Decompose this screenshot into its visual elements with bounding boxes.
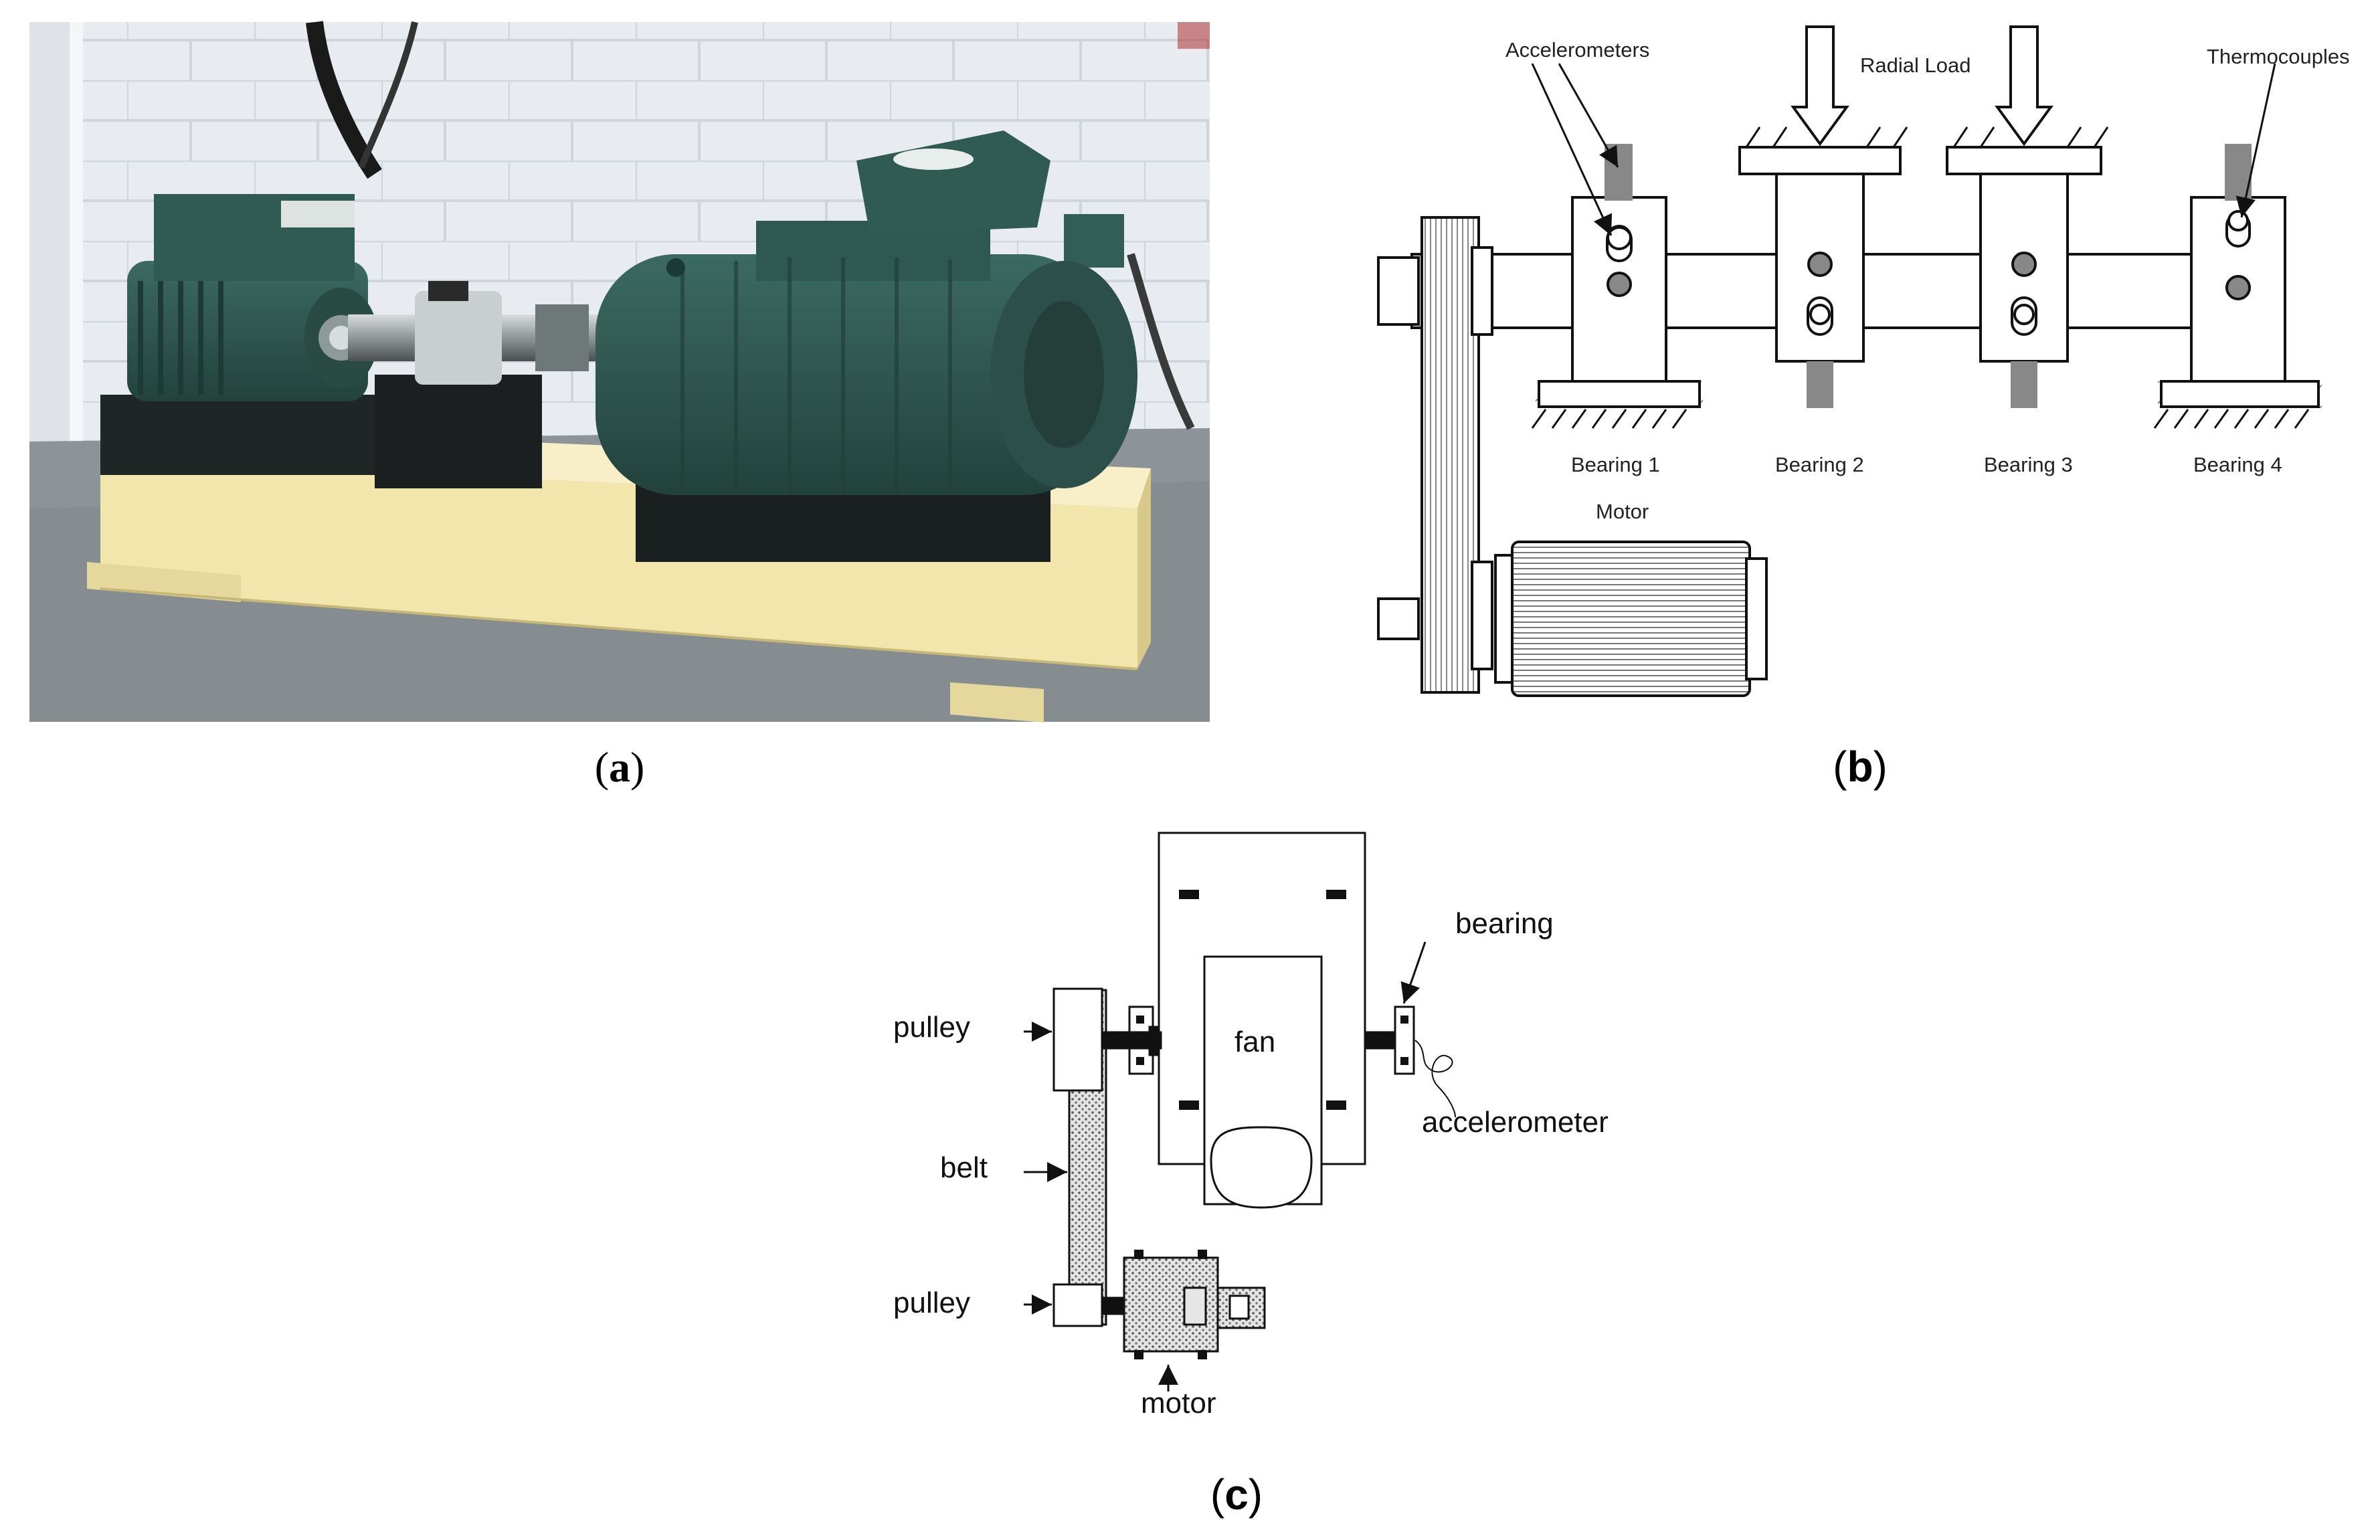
- label-radial-load: Radial Load: [1860, 54, 1971, 77]
- pulley-bottom: [1052, 1283, 1103, 1327]
- label-fan: fan: [1234, 1026, 1275, 1058]
- fan-inlet: [1210, 1126, 1313, 1209]
- belt: [1421, 216, 1480, 694]
- label-bearing-2: Bearing 2: [1775, 453, 1864, 476]
- label-bearing: bearing: [1455, 907, 1554, 940]
- bearing-4: [2158, 144, 2322, 408]
- motor-endcap: [1745, 557, 1768, 680]
- label-thermocouples: Thermocouples: [2207, 45, 2350, 68]
- accelerometer-pointers: [1531, 63, 2276, 236]
- label-pulley-bottom: pulley: [893, 1286, 970, 1319]
- radial-load-arrows: [1791, 25, 2053, 147]
- panel-b-bearing-schematic: [1377, 25, 2322, 697]
- top-pulley-flange: [1471, 246, 1493, 336]
- bottom-pulley-flange: [1471, 561, 1493, 670]
- panel-c-labels: pulley belt pulley fan bearing accelerom…: [893, 907, 1609, 1420]
- accelerometer-cable: [1414, 1040, 1456, 1118]
- bearing-2: [1738, 146, 1902, 408]
- bearing-1: [1536, 144, 1703, 408]
- fan-mount-slots: [1179, 890, 1346, 1110]
- label-bearing-1: Bearing 1: [1571, 453, 1660, 476]
- load-motor: [596, 130, 1137, 562]
- load-arrow-2: [1995, 25, 2053, 147]
- panel-a-caption: (a): [595, 743, 645, 791]
- shaft-right: [1364, 1031, 1400, 1050]
- ground-hatching: [1531, 126, 2310, 429]
- shaft-and-bearing-housing: [348, 281, 636, 488]
- panel-c-pointers: [1024, 941, 1427, 1391]
- panel-c-caption: (c): [1210, 1470, 1263, 1519]
- shaft-end-left: [1377, 256, 1420, 326]
- label-motor-c: motor: [1141, 1387, 1216, 1420]
- pulley-top: [1052, 987, 1103, 1092]
- panel-b-caption: (b): [1833, 743, 1888, 791]
- motor-body: [1511, 541, 1751, 697]
- motor-shaft-end: [1377, 597, 1420, 640]
- motor-terminal-box: [1183, 1286, 1207, 1326]
- label-pulley-top: pulley: [893, 1011, 970, 1044]
- panel-b-labels: Accelerometers Radial Load Thermocouples…: [1505, 38, 2350, 523]
- load-arrow-1: [1791, 25, 1849, 147]
- panel-c-fan-schematic: [1024, 832, 1456, 1391]
- label-bearing-4: Bearing 4: [2193, 453, 2282, 476]
- bearing-3: [1946, 146, 2102, 408]
- label-accelerometers: Accelerometers: [1505, 38, 1649, 62]
- label-bearing-3: Bearing 3: [1984, 453, 2073, 476]
- label-motor: Motor: [1596, 500, 1649, 523]
- panel-a-test-rig-photo: [29, 21, 1210, 723]
- label-belt: belt: [940, 1151, 988, 1184]
- label-accelerometer: accelerometer: [1422, 1106, 1609, 1139]
